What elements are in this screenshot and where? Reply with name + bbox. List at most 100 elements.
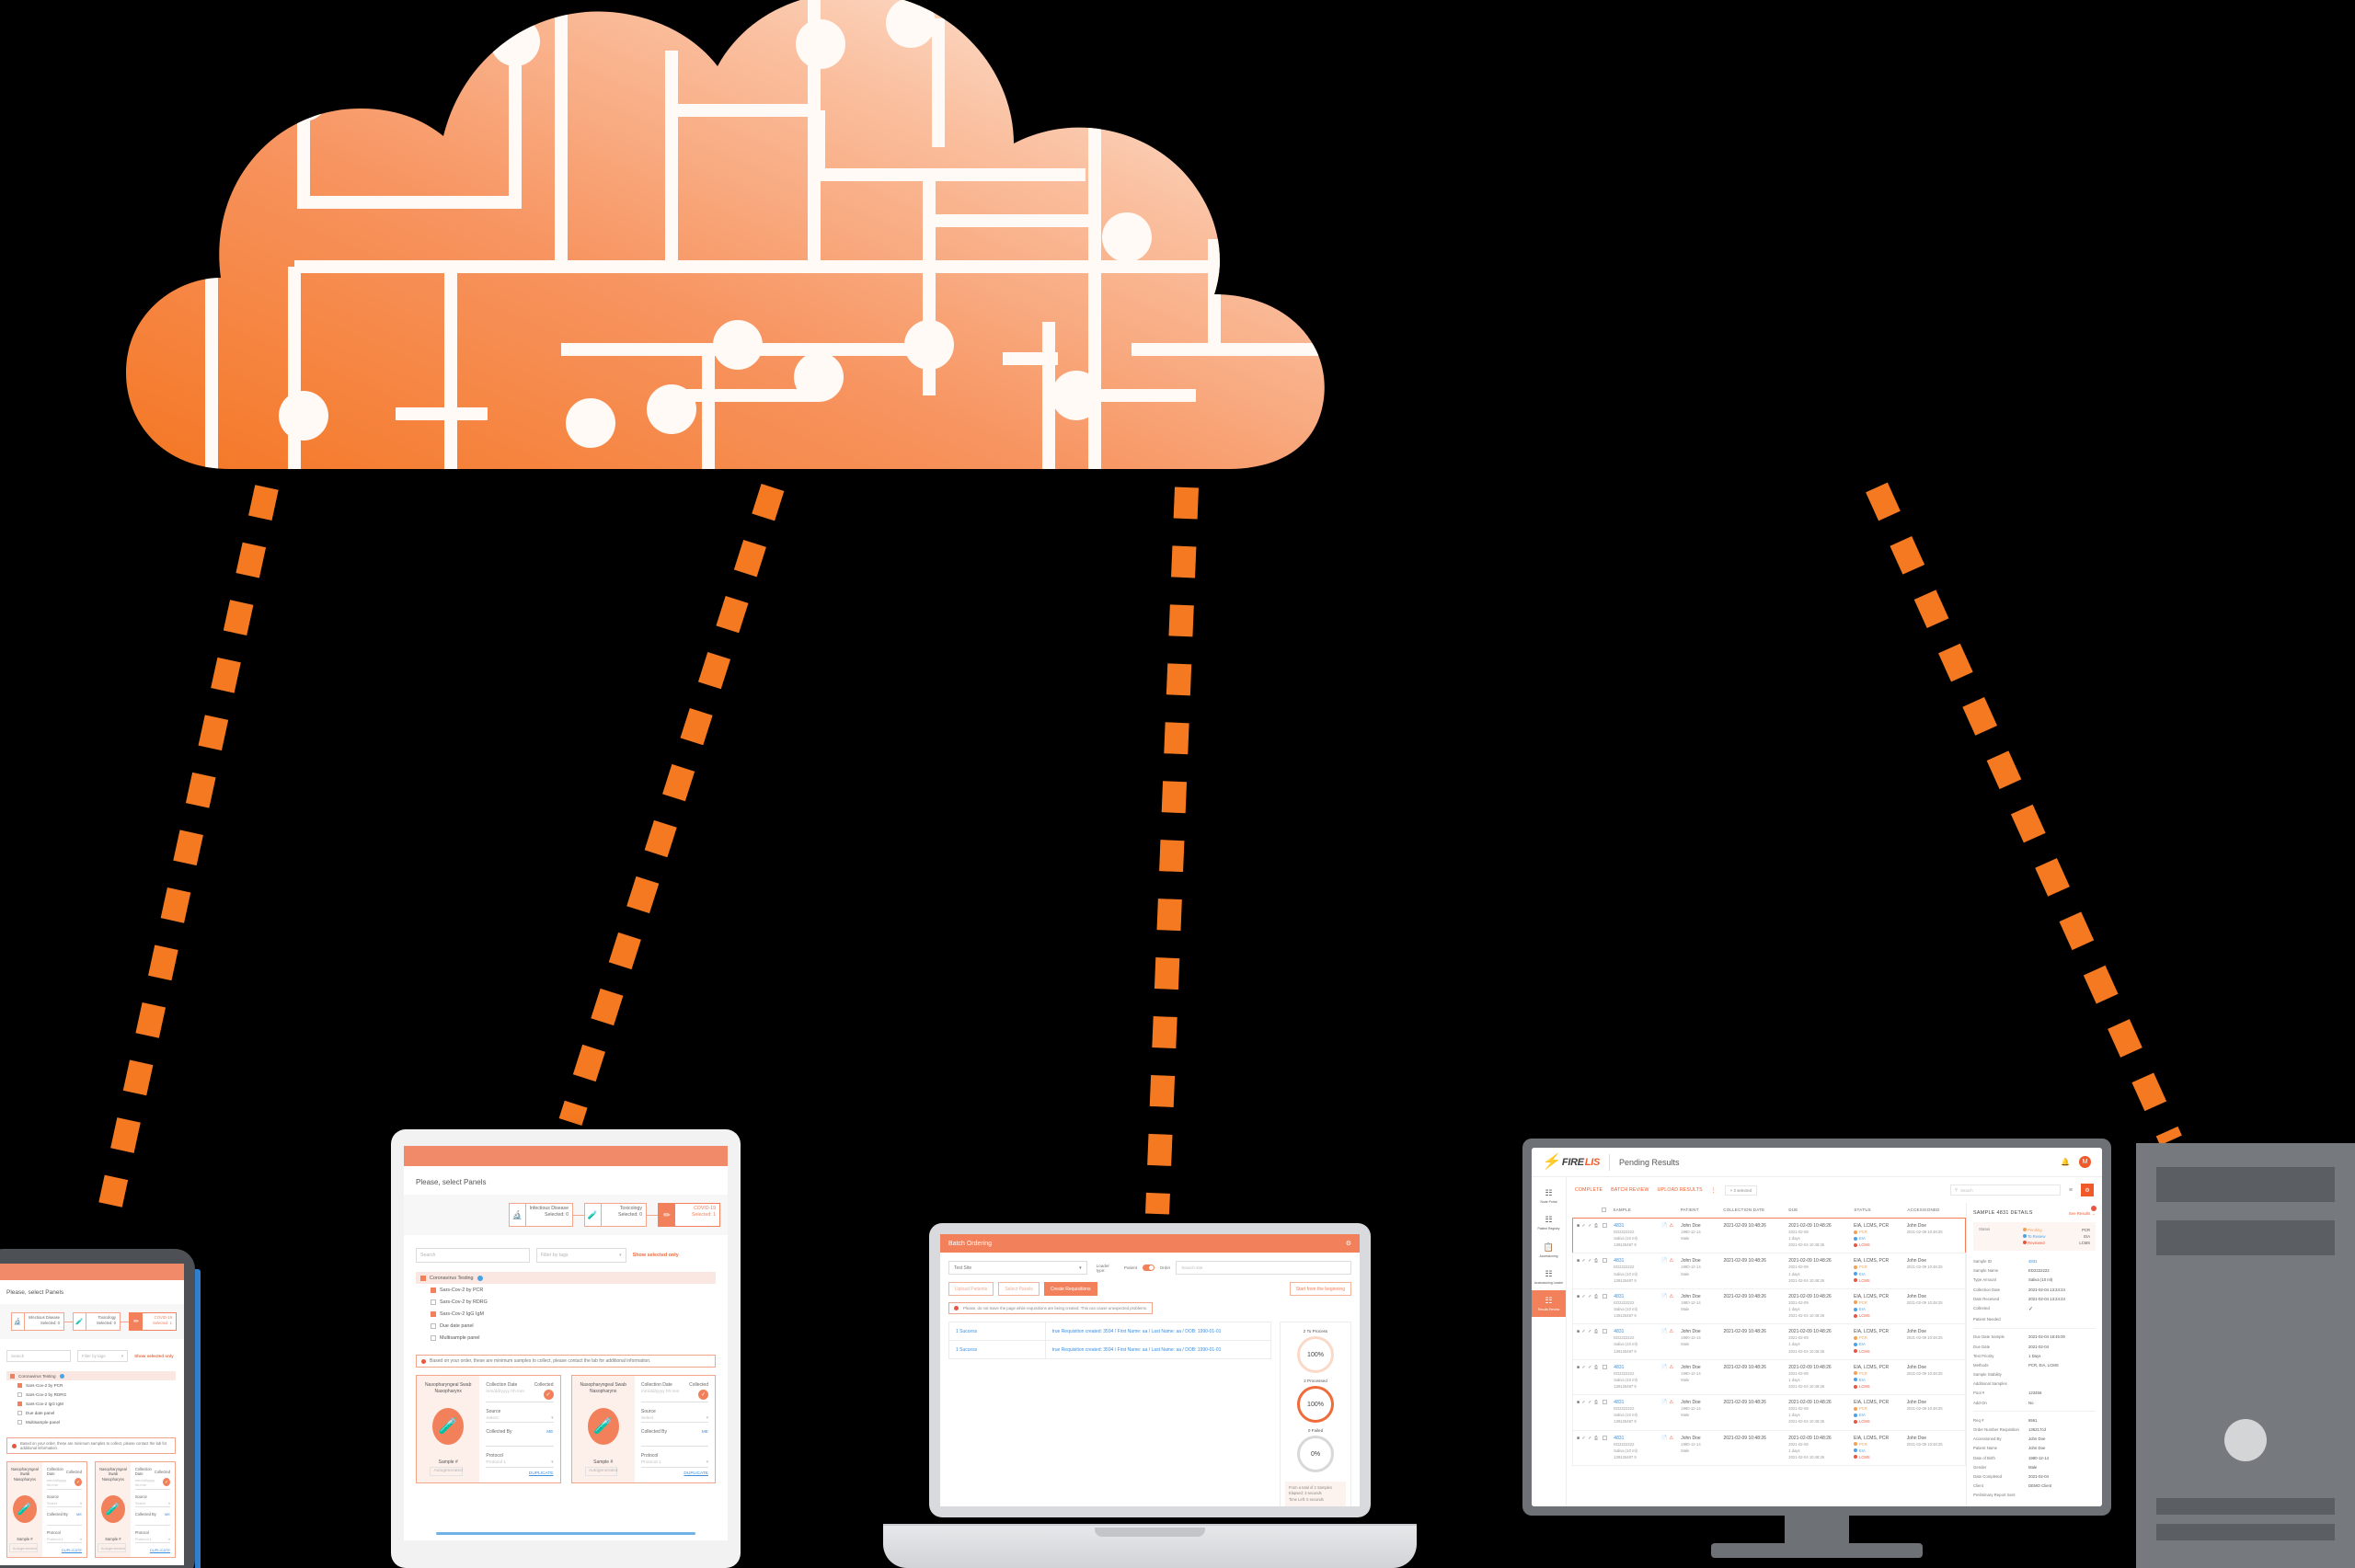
document-icon[interactable]: 📄 [1660, 1293, 1668, 1299]
tree-row-sars-cov-2-pcr[interactable]: Sars-Cov-2 by PCR [6, 1380, 176, 1390]
tree-row-multisample-panel[interactable]: Multisample panel [6, 1417, 176, 1426]
sidebar-item-node-portal[interactable]: ☷ Node Portal [1532, 1183, 1566, 1209]
check-icon[interactable]: ✓ [1581, 1364, 1586, 1370]
print-icon[interactable]: ⎙ [1593, 1293, 1598, 1299]
row-actions[interactable]: ■✓✓⎙ [1577, 1294, 1603, 1319]
collected-by-input[interactable] [134, 1516, 170, 1526]
row-checkbox[interactable] [1603, 1364, 1608, 1369]
search-input[interactable]: Search [6, 1350, 71, 1362]
check-icon[interactable]: ✓ [1581, 1400, 1586, 1406]
checkbox[interactable] [431, 1322, 436, 1329]
source-select[interactable]: Select ▾ [640, 1414, 708, 1423]
document-icon[interactable]: 📄 [1660, 1258, 1668, 1265]
duplicate-link[interactable]: DUPLICATE [528, 1471, 554, 1476]
step-infectious-disease[interactable]: 🔬 Infectious Disease Selected: 0 [508, 1203, 573, 1227]
protocol-select[interactable]: Protocol 1 ▾ [640, 1459, 708, 1468]
checkbox[interactable] [431, 1310, 436, 1317]
delete-icon[interactable]: ■ [1577, 1364, 1580, 1370]
delete-icon[interactable]: ■ [1577, 1223, 1580, 1229]
checkbox[interactable] [17, 1391, 22, 1397]
step-covid19[interactable]: ✏ COVID-19 Selected: 1 [658, 1203, 720, 1227]
tree-row-coronavirus-testing[interactable]: Coronavirus Testing [6, 1371, 176, 1380]
collected-check-icon[interactable]: ✓ [75, 1478, 82, 1486]
select-all-checkbox[interactable] [1602, 1207, 1607, 1212]
column-due[interactable]: DUE [1788, 1207, 1798, 1212]
row-checkbox[interactable] [1603, 1258, 1608, 1264]
row-checkbox[interactable] [1603, 1435, 1608, 1440]
bell-icon[interactable]: 🔔 [2061, 1158, 2070, 1166]
collection-date-input[interactable]: mm/dd/yyyy hh:mm [640, 1390, 680, 1394]
row-actions[interactable]: ■✓✓⎙ [1577, 1329, 1603, 1354]
row-actions[interactable]: ■✓✓⎙ [1577, 1400, 1603, 1425]
delete-icon[interactable]: ■ [1577, 1329, 1580, 1335]
sample-id-link[interactable]: 4831 [1614, 1293, 1625, 1299]
warning-icon[interactable]: ⚠ [1669, 1400, 1674, 1406]
search-input[interactable]: Search [416, 1248, 530, 1263]
document-icon[interactable]: 📄 [1660, 1364, 1668, 1370]
check-icon[interactable]: ✓ [1588, 1364, 1592, 1370]
check-icon[interactable]: ✓ [1588, 1329, 1592, 1335]
collection-date-input[interactable]: mm/dd/yyyy hh:mm [486, 1390, 524, 1394]
checkbox[interactable] [431, 1334, 436, 1341]
collected-check-icon[interactable]: ✓ [698, 1390, 708, 1400]
select-panels-button[interactable]: Select Panels [998, 1282, 1040, 1296]
tree-row-due-date-panel[interactable]: Due date panel [416, 1320, 716, 1332]
collection-date-input[interactable]: mm/dd/yyyy hh:mm [46, 1478, 67, 1487]
document-icon[interactable]: 📄 [1660, 1435, 1668, 1441]
row-actions[interactable]: ■✓✓⎙ [1577, 1258, 1603, 1283]
tag-filter-select[interactable]: Filter by tags ▾ [535, 1248, 626, 1263]
row-actions[interactable]: ■✓✓⎙ [1577, 1365, 1603, 1390]
tag-filter-select[interactable]: Filter by tags ▾ [76, 1350, 129, 1362]
step-covid19[interactable]: ✏ COVID-19 Selected: 1 [129, 1312, 177, 1331]
check-icon[interactable]: ✓ [1581, 1258, 1586, 1265]
upload-patients-button[interactable]: Upload Patients [948, 1282, 994, 1296]
checkbox[interactable] [420, 1275, 426, 1281]
row-checkbox[interactable] [1603, 1223, 1608, 1228]
protocol-select[interactable]: Protocol 1 ▾ [134, 1535, 170, 1543]
step-infectious-disease[interactable]: 🔬 Infectious Disease Selected: 0 [10, 1312, 64, 1331]
phone-side-button[interactable] [195, 1269, 201, 1568]
print-icon[interactable]: ⎙ [1593, 1223, 1598, 1229]
check-icon[interactable]: ✓ [1588, 1400, 1592, 1406]
power-button[interactable] [2224, 1419, 2267, 1461]
sample-id-link[interactable]: 4831 [1614, 1364, 1625, 1370]
checkbox[interactable] [431, 1299, 436, 1305]
delete-icon[interactable]: ■ [1577, 1258, 1580, 1265]
collected-by-me-link[interactable]: ME [701, 1429, 708, 1435]
search-input[interactable]: ⚲ Search [1949, 1185, 2061, 1196]
source-select[interactable]: Select ▾ [134, 1499, 170, 1507]
sample-id-link[interactable]: 4831 [1614, 1435, 1625, 1441]
show-selected-link[interactable]: Show selected only [632, 1253, 679, 1258]
warning-icon[interactable]: ⚠ [1669, 1223, 1674, 1229]
protocol-select[interactable]: Protocol 1 ▾ [46, 1535, 82, 1543]
close-icon[interactable]: ⚙ [1345, 1241, 1351, 1247]
collected-by-input[interactable] [640, 1435, 708, 1447]
checkbox[interactable] [10, 1373, 15, 1379]
tree-row-sars-cov-2-pcr[interactable]: Sars-Cov-2 by PCR [416, 1284, 716, 1296]
more-vertical-icon[interactable]: ⋮ [1710, 1187, 1717, 1194]
check-icon[interactable]: ✓ [1588, 1258, 1592, 1265]
row-actions[interactable]: ■✓✓⎙ [1577, 1223, 1603, 1248]
loader-type-toggle[interactable] [1143, 1265, 1155, 1271]
check-icon[interactable]: ✓ [1588, 1435, 1592, 1441]
sidebar-item-accessioning-leader[interactable]: ☷ Accessioning Leader [1532, 1264, 1566, 1290]
check-icon[interactable]: ✓ [1581, 1293, 1586, 1299]
collected-by-me-link[interactable]: ME [76, 1512, 82, 1516]
check-icon[interactable]: ✓ [1581, 1223, 1586, 1229]
column-sample[interactable]: SAMPLE [1613, 1207, 1632, 1212]
delete-icon[interactable]: ■ [1577, 1400, 1580, 1406]
duplicate-link[interactable]: DUPLICATE [149, 1548, 170, 1552]
column-accessioned[interactable]: ACCESSIONED [1907, 1207, 1940, 1212]
upload-results-action[interactable]: UPLOAD RESULTS [1657, 1187, 1703, 1193]
tree-row-sars-cov-2-igg-igm[interactable]: Sars-Cov-2 IgG IgM [6, 1399, 176, 1408]
checkbox[interactable] [17, 1419, 22, 1425]
checkbox[interactable] [17, 1382, 22, 1388]
selected-chip[interactable]: × 3 selected [1724, 1185, 1758, 1196]
step-toxicology[interactable]: 🧪 Toxicology Selected: 0 [73, 1312, 121, 1331]
